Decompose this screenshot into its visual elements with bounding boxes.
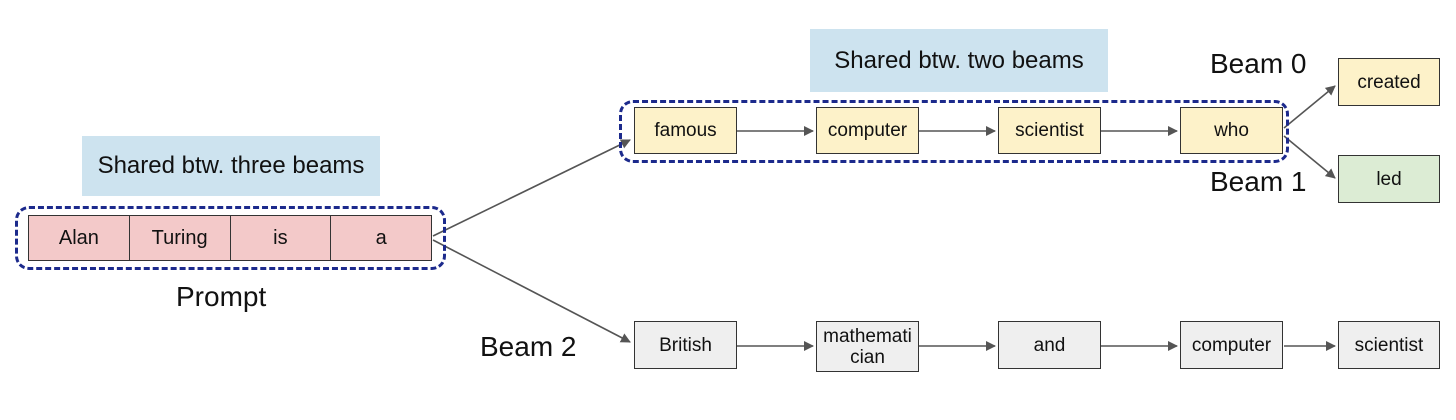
prompt-token: a xyxy=(375,226,387,249)
shared-token: computer xyxy=(816,107,919,154)
beam0-label: Beam 0 xyxy=(1210,48,1307,79)
beam2-token: scientist xyxy=(1338,321,1440,369)
prompt-token: Turing xyxy=(130,216,231,260)
beam0-token: created xyxy=(1338,58,1440,106)
prompt-token: Alan xyxy=(29,216,130,260)
prompt-token: is xyxy=(231,216,332,260)
arrow-who-to-created xyxy=(1283,85,1336,129)
beam2-token: mathemati cian xyxy=(816,321,919,372)
shared-two-label: Shared btw. two beams xyxy=(810,29,1108,92)
shared-token: famous xyxy=(634,107,737,154)
beam2-token: and xyxy=(998,321,1101,369)
arrow-prompt-to-british xyxy=(432,239,631,343)
beam1-label: Beam 1 xyxy=(1210,166,1307,197)
arrow-who-to-led xyxy=(1283,135,1336,179)
beam2-token: computer xyxy=(1180,321,1283,369)
shared-two-group-outline xyxy=(619,100,1289,163)
prompt-label: Prompt xyxy=(176,281,267,312)
beam1-token: led xyxy=(1338,155,1440,203)
shared-token: who xyxy=(1180,107,1283,154)
prompt-tokens: Alan Turing is a xyxy=(28,215,432,261)
beam2-token: British xyxy=(634,321,737,369)
shared-three-label: Shared btw. three beams xyxy=(82,136,380,196)
prompt-group-outline xyxy=(15,206,446,270)
arrow-prompt-to-famous xyxy=(432,139,631,237)
shared-token: scientist xyxy=(998,107,1101,154)
beam2-label: Beam 2 xyxy=(480,331,577,362)
